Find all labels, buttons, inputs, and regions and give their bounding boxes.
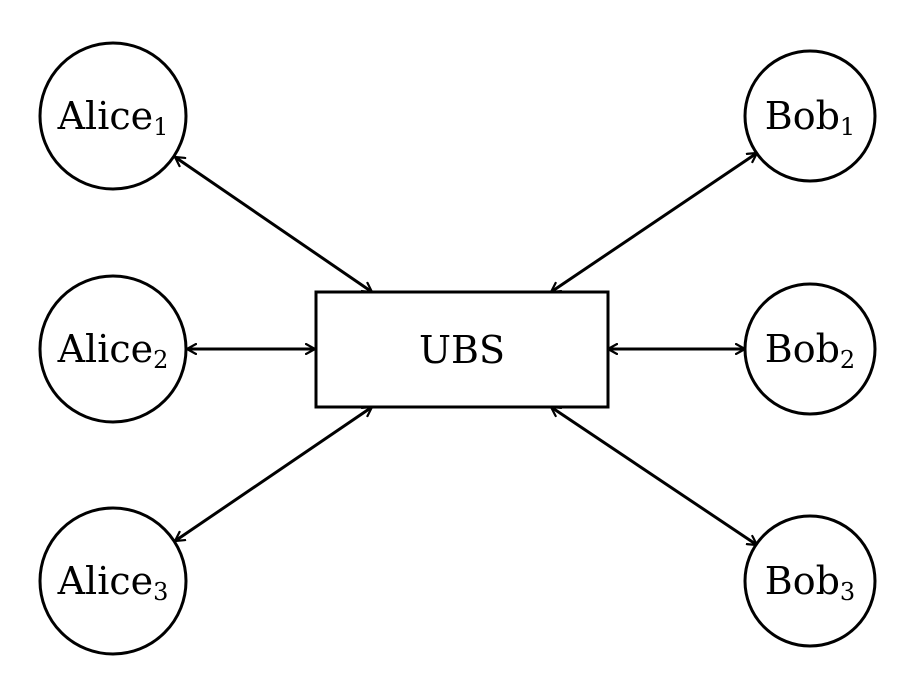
edge-alice3-ubs: [175, 405, 372, 543]
edge-bob3-ubs: [551, 405, 757, 547]
alice-2-label: Alice2: [57, 327, 169, 374]
alice-node-2: Alice2: [38, 274, 188, 424]
bob-1-label: Bob1: [765, 94, 855, 141]
alice-3-label: Alice3: [57, 559, 169, 606]
ubs-box: [314, 290, 610, 409]
alice-1-circle: [38, 41, 188, 191]
bob-node-1: Bob1: [743, 49, 877, 183]
alice-node-1: Alice1: [38, 41, 188, 191]
ubs-node: UBS: [314, 290, 610, 409]
bob-2-label: Bob2: [765, 327, 855, 374]
bob-1-circle: [743, 49, 877, 183]
edges: [175, 151, 757, 547]
alice-1-label: Alice1: [57, 94, 169, 141]
alice-2-circle: [38, 274, 188, 424]
bob-3-label: Bob3: [765, 559, 855, 606]
alice-3-circle: [38, 506, 188, 656]
bob-2-circle: [743, 282, 877, 416]
bob-node-3: Bob3: [743, 514, 877, 648]
bob-3-circle: [743, 514, 877, 648]
ubs-label: UBS: [419, 328, 505, 372]
edge-alice1-ubs: [175, 155, 372, 294]
bob-node-2: Bob2: [743, 282, 877, 416]
alice-node-3: Alice3: [38, 506, 188, 656]
edge-bob1-ubs: [551, 151, 757, 294]
